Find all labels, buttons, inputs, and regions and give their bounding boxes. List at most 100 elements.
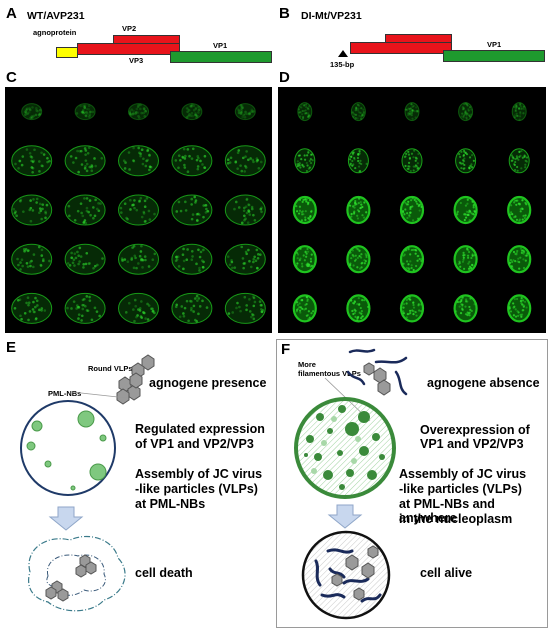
vp3-bar-b xyxy=(350,42,452,54)
micrograph-cell xyxy=(399,294,425,323)
micrograph-cell xyxy=(404,102,420,122)
micrograph-cell xyxy=(346,195,371,225)
overexpression-line1: Overexpression of xyxy=(420,423,530,437)
vp1-label-a: VP1 xyxy=(213,41,228,50)
vp3-label-a: VP3 xyxy=(129,56,144,65)
panel-label-a: A xyxy=(6,5,17,22)
panel-a-title: WT/AVP231 xyxy=(27,10,85,22)
micrograph-cell xyxy=(171,292,213,324)
micrograph-cell xyxy=(346,294,371,323)
micrograph-cell xyxy=(171,243,213,275)
panel-label-d: D xyxy=(279,69,290,86)
micrograph-cell xyxy=(292,195,317,225)
cell-death-text: cell death xyxy=(135,566,193,580)
micrograph-cell xyxy=(346,245,371,274)
assembly-e-line3: at PML-NBs xyxy=(135,497,206,511)
micrograph-cell xyxy=(64,292,106,324)
micrograph-cell xyxy=(507,195,532,225)
dying-cell-icon xyxy=(27,535,126,612)
micrograph-cell xyxy=(64,194,106,226)
vp1-bar-b xyxy=(443,50,545,62)
micrograph-cell xyxy=(507,245,532,274)
micrograph-cell xyxy=(507,294,532,323)
confocal-grid-mutant xyxy=(278,87,546,333)
panel-b-title: DI-Mt/VP231 xyxy=(301,10,362,22)
micrograph-cell xyxy=(224,243,266,275)
regulated-expression-line1: Regulated expression xyxy=(135,422,265,436)
panel-label-c: C xyxy=(6,69,17,86)
assembly-f-line2: -like particles (VLPs) xyxy=(399,482,522,496)
micrograph-cell xyxy=(128,103,149,121)
micrograph-cell xyxy=(171,194,213,226)
agnoprotein-label: agnoprotein xyxy=(33,28,77,37)
micrograph-cell xyxy=(118,145,159,177)
micrograph-cell xyxy=(11,145,53,177)
micrograph-cell xyxy=(181,103,203,121)
living-cell-icon xyxy=(301,530,391,620)
micrograph-cell xyxy=(401,148,423,174)
filamentous-vlps-label-1: More xyxy=(298,360,316,369)
micrograph-cell xyxy=(64,243,106,275)
micrograph-cell xyxy=(294,148,316,174)
round-vlp-cluster-icon xyxy=(116,354,155,405)
micrograph-cell xyxy=(74,103,96,121)
micrograph-cell xyxy=(11,243,53,275)
micrograph-cell xyxy=(118,194,159,226)
nucleus-e-icon xyxy=(20,400,116,496)
micrograph-cell xyxy=(11,292,53,324)
micrograph-cell xyxy=(224,194,266,226)
micrograph-cell xyxy=(399,195,425,225)
pml-pointer-line xyxy=(71,391,128,399)
overexpression-line2: VP1 and VP2/VP3 xyxy=(420,437,524,451)
micrograph-cell xyxy=(224,145,266,177)
micrograph-cell xyxy=(399,245,425,274)
vp1-label-b: VP1 xyxy=(487,40,502,49)
vp1-bar-a xyxy=(170,51,272,63)
agnogene-presence-text: agnogene presence xyxy=(149,376,267,390)
assembly-f-line3: at PML-NBs and anywhere xyxy=(399,497,495,525)
micrograph-cell xyxy=(511,102,527,122)
micrograph-cell xyxy=(508,148,530,174)
micrograph-cell xyxy=(292,245,317,274)
micrograph-cell xyxy=(455,148,477,174)
micrograph-cell xyxy=(350,102,366,122)
panel-label-e: E xyxy=(6,339,17,356)
micrograph-cell xyxy=(347,148,369,174)
deletion-site-label: 135-bp xyxy=(330,60,355,69)
micrograph-cell xyxy=(11,194,53,226)
micrograph-cell xyxy=(458,102,474,122)
assembly-e-line1: Assembly of JC virus xyxy=(135,467,263,481)
down-arrow-f-icon xyxy=(327,504,363,529)
round-vlps-label: Round VLPs xyxy=(88,364,133,373)
panel-label-b: B xyxy=(279,5,290,22)
micrograph-cell xyxy=(224,292,266,324)
vp3-bar-a xyxy=(77,43,180,55)
micrograph-cell xyxy=(21,103,43,121)
regulated-expression-line2: of VP1 and VP2/VP3 xyxy=(135,437,254,451)
confocal-grid-wt xyxy=(5,87,272,333)
vp2-label-a: VP2 xyxy=(122,24,137,33)
assembly-f-line4: in the nucleoplasm xyxy=(399,512,513,526)
micrograph-cell xyxy=(453,294,478,323)
filamentous-vlps-label-2: filamentous VLPs xyxy=(298,369,361,378)
panel-label-f: F xyxy=(281,341,291,358)
micrograph-cell xyxy=(453,245,478,274)
micrograph-cell xyxy=(234,103,256,121)
pml-nbs-label: PML-NBs xyxy=(48,389,82,398)
agnoprotein-bar xyxy=(56,47,78,58)
micrograph-cell xyxy=(118,243,159,275)
micrograph-cell xyxy=(297,102,313,122)
assembly-e-line2: -like particles (VLPs) xyxy=(135,482,258,496)
assembly-f-line1: Assembly of JC virus xyxy=(399,467,527,481)
micrograph-cell xyxy=(171,145,213,177)
micrograph-cell xyxy=(118,292,159,324)
cell-alive-text: cell alive xyxy=(420,566,473,580)
agnogene-absence-text: agnogene absence xyxy=(427,376,540,390)
micrograph-cell xyxy=(292,294,317,323)
filamentous-vlp-cluster-icon xyxy=(346,348,408,396)
nucleus-f-icon xyxy=(294,397,396,499)
micrograph-cell xyxy=(453,195,478,225)
micrograph-cell xyxy=(64,145,106,177)
deletion-marker-icon xyxy=(338,50,348,57)
down-arrow-e-icon xyxy=(48,506,84,531)
